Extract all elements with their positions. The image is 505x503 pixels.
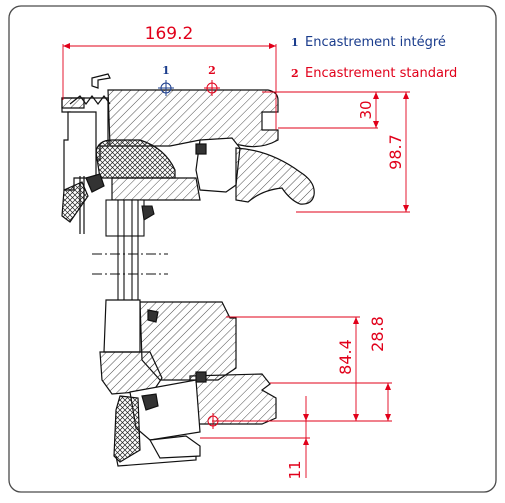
sill-marker [207, 413, 219, 429]
legend-label-2: Encastrement standard [305, 66, 457, 81]
frame-drop-line [79, 176, 85, 234]
drip-cap [61, 181, 89, 223]
top-clip [91, 73, 111, 89]
arrow-84-bottom [353, 414, 359, 421]
legend-marker-2: 2 [291, 67, 299, 80]
arrow-28-top [385, 383, 391, 390]
drawing-frame [8, 5, 497, 493]
sash-profile-top [107, 89, 279, 148]
legend: 1 Encastrement intégré 2 Encastrement st… [291, 35, 457, 81]
arrow-30-top [373, 92, 379, 99]
break-lines [92, 253, 168, 275]
arrow-11-top [303, 414, 309, 421]
arrow-98-bottom [403, 205, 409, 212]
top-profile-section [61, 73, 315, 234]
arrow-30-bottom [373, 121, 379, 128]
sill-profile [189, 373, 277, 425]
standard-marker: 2 [204, 64, 220, 96]
dim-total-width: 169.2 [145, 24, 194, 44]
handle-lever [235, 147, 315, 205]
insulation-insert [95, 139, 176, 179]
integrated-marker: 1 [158, 64, 174, 96]
dim-lower-depth: 28.8 [368, 316, 387, 352]
seal-strip-top [69, 95, 111, 105]
gasket-black-top [85, 173, 105, 193]
hinge-pin-top [195, 143, 207, 155]
integrated-marker-label: 1 [162, 64, 170, 77]
glazing-bead-bottom [103, 299, 141, 353]
arrow-28-bottom [385, 414, 391, 421]
standard-marker-label: 2 [208, 64, 216, 77]
bottom-profile-section [99, 299, 277, 467]
frame-lip [61, 97, 85, 109]
legend-label-1: Encastrement intégré [305, 35, 446, 50]
handle-base [195, 137, 241, 193]
sill-end [149, 435, 201, 459]
arrow-84-top [353, 317, 359, 324]
glass-seal-top [141, 205, 155, 221]
arrow-11-bottom [303, 438, 309, 445]
dim-bottom-offset: 11 [286, 460, 304, 479]
arrow-169-right [269, 43, 276, 49]
dim-handle-height: 98.7 [386, 134, 405, 170]
dim-lower-height: 84.4 [336, 339, 355, 375]
arrow-98-top [403, 92, 409, 99]
bottom-seal-2 [141, 393, 159, 411]
arrow-169-left [63, 43, 70, 49]
bottom-seal-3 [147, 309, 159, 323]
legend-marker-1: 1 [291, 36, 299, 49]
frame-bottom-insert [113, 395, 141, 463]
dim-top-depth: 30 [357, 100, 375, 119]
dimension-lines [62, 43, 410, 478]
sash-lug-top [111, 177, 201, 201]
bottom-seal-1 [195, 371, 207, 383]
